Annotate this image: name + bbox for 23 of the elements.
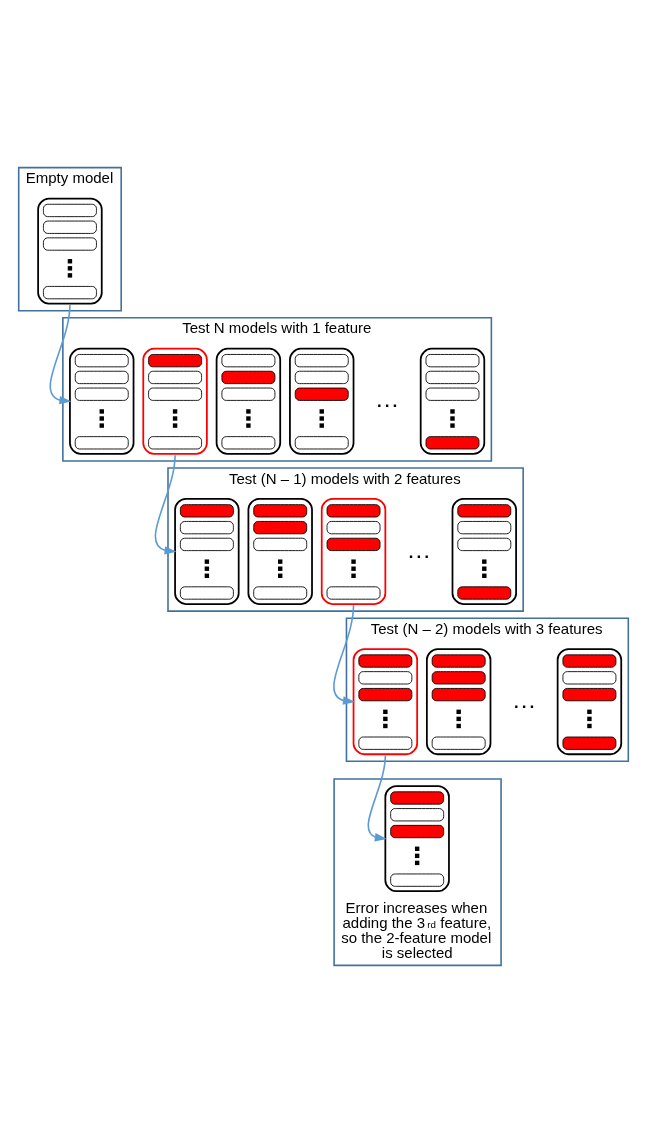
node-box bbox=[419, 347, 486, 455]
arrow bbox=[333, 604, 356, 705]
arrow bbox=[367, 754, 387, 842]
node-box bbox=[69, 347, 135, 455]
node-box bbox=[215, 347, 282, 455]
node-box bbox=[451, 498, 517, 605]
node-box bbox=[289, 347, 355, 455]
arrow bbox=[49, 304, 72, 405]
node-box bbox=[556, 648, 623, 756]
node-box bbox=[37, 197, 103, 305]
node-box bbox=[426, 648, 492, 756]
arrow bbox=[154, 454, 177, 555]
label: … bbox=[374, 385, 400, 413]
node-box bbox=[247, 498, 313, 605]
node-box bbox=[352, 648, 419, 756]
label: … bbox=[511, 685, 537, 713]
label: … bbox=[406, 535, 432, 563]
node-box bbox=[142, 347, 208, 455]
cluster: Empty model bbox=[17, 166, 122, 312]
cluster: Error increases when adding the 3rd feature, so the 2-feature model is selected bbox=[333, 778, 502, 967]
node-box bbox=[320, 498, 387, 605]
node-box bbox=[384, 785, 450, 893]
node-box bbox=[174, 498, 240, 605]
